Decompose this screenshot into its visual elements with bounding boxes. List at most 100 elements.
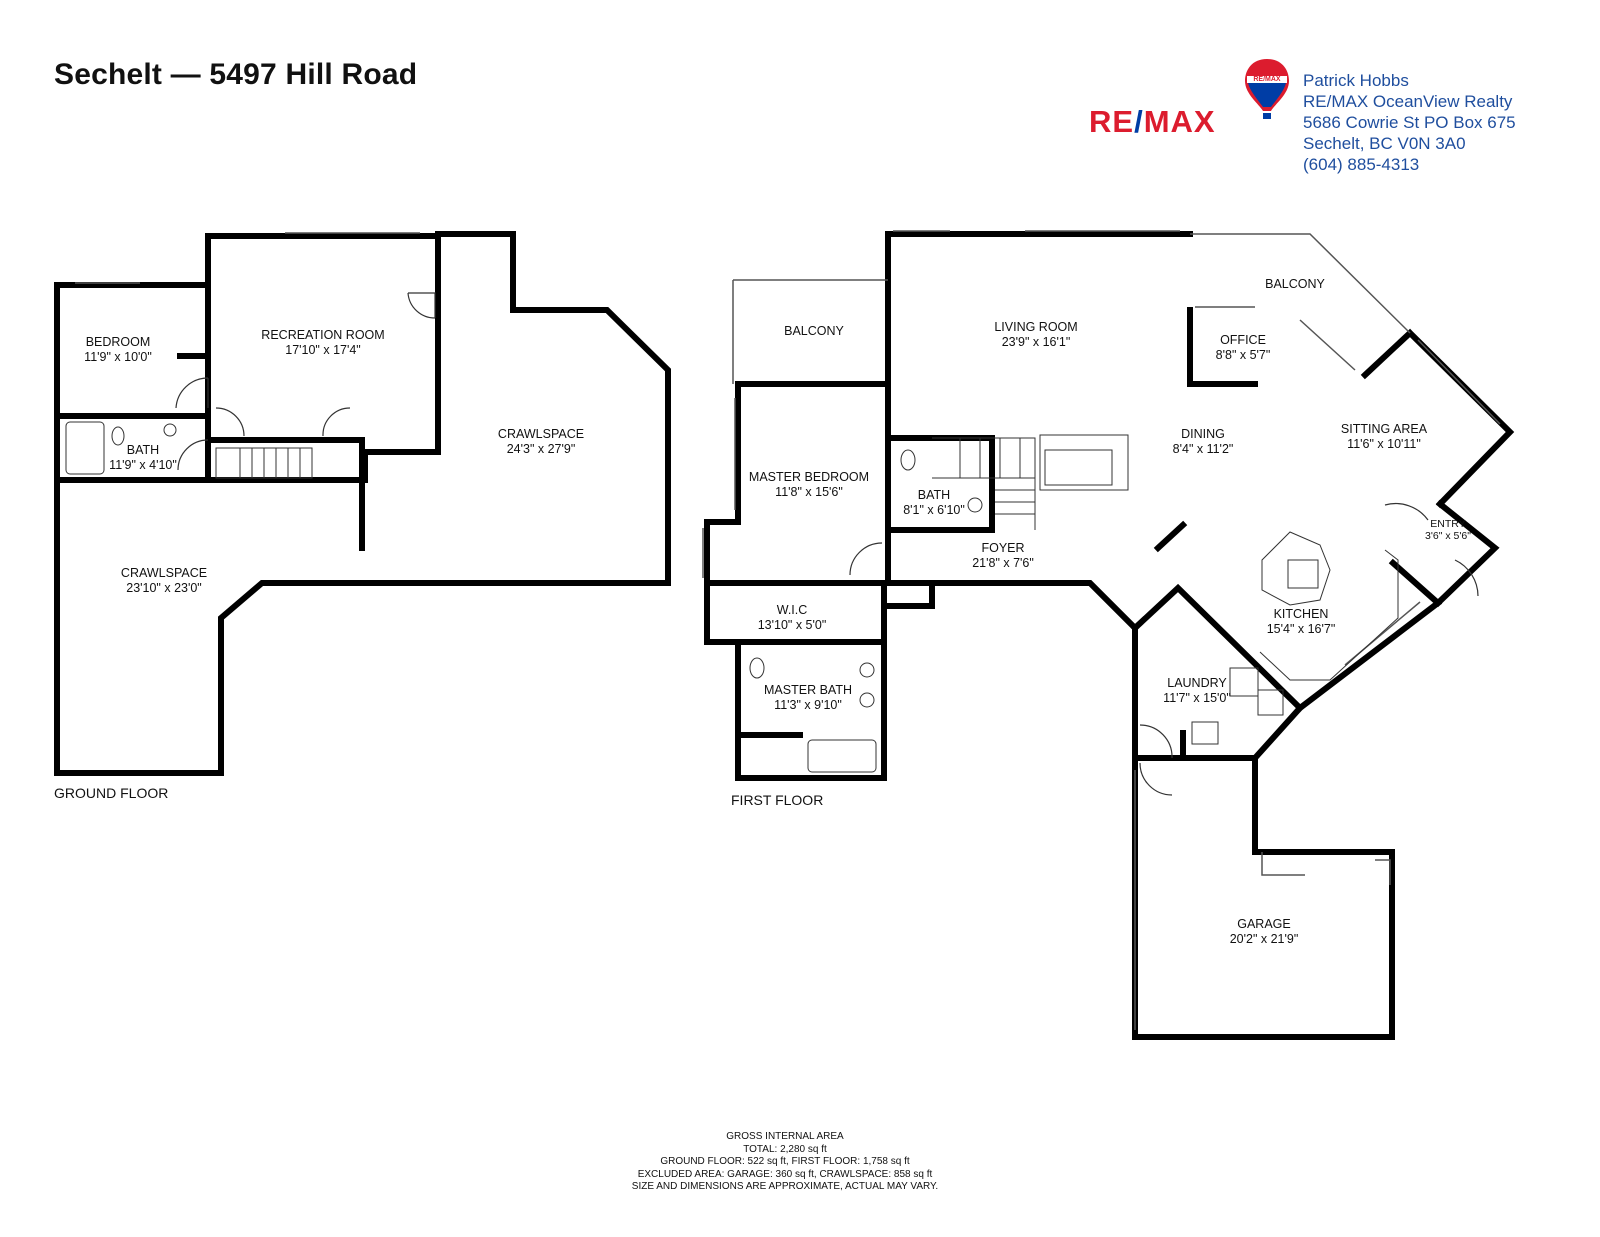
window-sitting xyxy=(1417,339,1501,425)
stairs-ground xyxy=(215,447,313,479)
ground-floor-outer-wall xyxy=(54,231,671,776)
door-rec-room xyxy=(407,292,436,319)
room-dims: 11'9" x 10'0" xyxy=(84,350,152,364)
room-name: GARAGE xyxy=(1237,917,1291,931)
room-name: LAUNDRY xyxy=(1167,676,1227,690)
room-dims: 23'9" x 16'1" xyxy=(1001,335,1071,349)
sitting-area-wall xyxy=(1360,328,1515,509)
room-master-bath: MASTER BATH 11'3" x 9'10" xyxy=(764,683,852,713)
agent-phone: (604) 885-4313 xyxy=(1303,155,1420,174)
room-name: BATH xyxy=(126,443,160,457)
master-bedroom-wall xyxy=(704,381,891,586)
kitchen-counter xyxy=(1259,549,1399,681)
room-dims: 13'10" x 5'0" xyxy=(757,618,827,632)
room-name: KITCHEN xyxy=(1273,607,1329,621)
agent-address-line2: Sechelt, BC V0N 3A0 xyxy=(1303,134,1466,153)
sink-ground xyxy=(163,423,177,437)
area-disclaimer: SIZE AND DIMENSIONS ARE APPROXIMATE, ACT… xyxy=(631,1181,939,1193)
toilet-first-bath xyxy=(900,449,916,471)
room-name: W.I.C xyxy=(776,603,808,617)
room-name: CRAWLSPACE xyxy=(120,566,208,580)
room-name: BALCONY xyxy=(1265,277,1325,291)
room-dims: 11'6" x 10'11" xyxy=(1347,437,1421,451)
room-name: FOYER xyxy=(981,541,1025,555)
ground-floor-bath-wall xyxy=(54,413,365,483)
entry-wall xyxy=(1388,499,1500,608)
room-name: CRAWLSPACE xyxy=(497,427,585,441)
remax-logo: RE/MAX xyxy=(1089,104,1216,140)
logo-text-slash: / xyxy=(1134,104,1144,139)
area-heading: GROSS INTERNAL AREA xyxy=(726,1131,844,1142)
area-floors: GROUND FLOOR: 522 sq ft, FIRST FLOOR: 1,… xyxy=(660,1156,910,1168)
room-ground-bedroom: BEDROOM 11'9" x 10'0" xyxy=(84,335,152,365)
office-wall xyxy=(1187,307,1258,387)
door-master-bed xyxy=(849,542,883,576)
area-summary: GROSS INTERNAL AREA TOTAL: 2,280 sq ft G… xyxy=(632,1131,938,1194)
sink-first-bath xyxy=(967,497,983,513)
room-living-room: LIVING ROOM 23'9" x 16'1" xyxy=(994,320,1077,350)
room-dims: 11'7" x 15'0" xyxy=(1163,691,1231,705)
room-dims: 24'3" x 27'9" xyxy=(506,442,576,456)
stove xyxy=(1287,559,1319,589)
room-laundry: LAUNDRY 11'7" x 15'0" xyxy=(1163,676,1231,706)
hot-air-balloon-icon: RE/MAX xyxy=(1245,59,1289,119)
agent-name: Patrick Hobbs xyxy=(1303,71,1409,90)
room-recreation-room: RECREATION ROOM 17'10" x 17'4" xyxy=(261,328,384,358)
balloon-text: RE/MAX xyxy=(1253,76,1281,83)
logo-text-max: MAX xyxy=(1143,104,1216,139)
room-entry: ENTRY 3'6" x 5'6" xyxy=(1425,518,1471,542)
room-first-bath: BATH 8'1" x 6'10" xyxy=(903,488,965,518)
room-dining: DINING 8'4" x 11'2" xyxy=(1173,427,1234,457)
room-dims: 3'6" x 5'6" xyxy=(1425,530,1471,542)
agent-address-line1: 5686 Cowrie St PO Box 675 xyxy=(1303,113,1516,132)
ground-floor-bedroom-wall xyxy=(54,233,441,483)
room-sitting-area: SITTING AREA 11'6" x 10'11" xyxy=(1341,422,1427,452)
room-dims: 15'4" x 16'7" xyxy=(1266,622,1336,636)
room-balcony-right: BALCONY xyxy=(1265,277,1325,292)
room-name: ENTRY xyxy=(1430,518,1466,530)
room-master-bedroom: MASTER BEDROOM 11'8" x 15'6" xyxy=(749,470,869,500)
door-bath-ground xyxy=(177,439,209,471)
stairs-first xyxy=(932,437,1036,530)
washer xyxy=(1229,667,1259,697)
master-bath-wall xyxy=(735,639,887,738)
room-name: RECREATION ROOM xyxy=(261,328,385,342)
room-name: BEDROOM xyxy=(85,335,151,349)
area-excluded: EXCLUDED AREA: GARAGE: 360 sq ft, CRAWLS… xyxy=(637,1168,933,1180)
room-name: LIVING ROOM xyxy=(994,320,1078,334)
kitchen-island xyxy=(1261,531,1331,606)
room-name: DINING xyxy=(1181,427,1225,441)
room-kitchen: KITCHEN 15'4" x 16'7" xyxy=(1267,607,1336,637)
room-name: MASTER BEDROOM xyxy=(748,470,870,484)
wic-wall xyxy=(704,580,887,781)
room-dims: 8'8" x 5'7" xyxy=(1215,348,1271,362)
door-stairs-ground xyxy=(215,407,351,437)
room-name: BALCONY xyxy=(784,324,844,338)
agent-company: RE/MAX OceanView Realty xyxy=(1303,92,1513,111)
room-dims: 11'8" x 15'6" xyxy=(775,485,843,499)
first-floor-label: FIRST FLOOR xyxy=(731,792,824,808)
toilet-ground xyxy=(111,426,125,446)
room-dims: 8'4" x 11'2" xyxy=(1172,442,1234,456)
bathtub-master xyxy=(807,739,877,773)
area-total: TOTAL: 2,280 sq ft xyxy=(743,1143,827,1155)
agent-info: Patrick Hobbs RE/MAX OceanView Realty 56… xyxy=(1303,70,1516,175)
room-crawlspace-upper: CRAWLSPACE 24'3" x 27'9" xyxy=(498,427,584,457)
room-name: MASTER BATH xyxy=(764,683,852,697)
sink-master-2 xyxy=(859,692,875,708)
room-dims: 23'10" x 23'0" xyxy=(126,581,202,595)
garage-wall xyxy=(1132,755,1395,1040)
garage-door xyxy=(1134,770,1391,1030)
door-laundry xyxy=(1139,724,1173,759)
room-dims: 17'10" x 17'4" xyxy=(285,343,361,357)
room-dims: 11'9" x 4'10" xyxy=(109,458,177,472)
room-dims: 21'8" x 7'6" xyxy=(972,556,1034,570)
room-crawlspace-lower: CRAWLSPACE 23'10" x 23'0" xyxy=(121,566,207,596)
balcony-rail-right xyxy=(1190,233,1411,334)
balcony-rail-left xyxy=(732,279,888,384)
room-dims: 20'2" x 21'9" xyxy=(1229,932,1299,946)
dryer xyxy=(1257,689,1284,716)
bathtub-ground xyxy=(65,421,105,475)
laundry-sink xyxy=(1191,721,1219,745)
